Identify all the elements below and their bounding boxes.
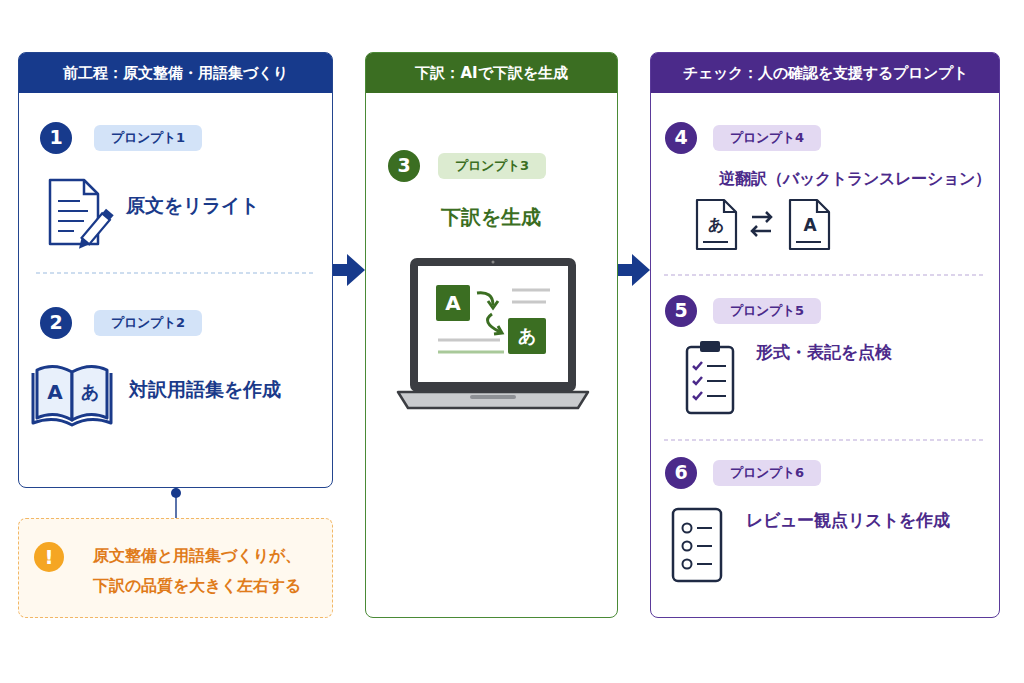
step-number: 1	[40, 122, 72, 154]
flow-arrow	[618, 264, 642, 276]
step-number: 5	[665, 295, 697, 327]
phase-panel: チェック：人の確認を支援するプロンプト逆翻訳（バックトランスレーション） 形式・表…	[650, 52, 1000, 618]
circle-shape	[665, 295, 697, 327]
circle-shape	[34, 542, 64, 572]
number-text: 3	[388, 150, 420, 182]
number-text: 5	[665, 295, 697, 327]
warning-icon: !	[34, 542, 64, 572]
step-title: レビュー観点リストを作成	[746, 510, 950, 531]
prompt-badge: プロンプト6	[713, 460, 821, 486]
number-text: !	[34, 542, 64, 572]
step-number: 6	[665, 457, 697, 489]
circle-shape	[388, 150, 420, 182]
flow-arrow	[333, 264, 357, 276]
step-number: 3	[388, 150, 420, 182]
circle-shape	[665, 122, 697, 154]
phase-header: 前工程：原文整備・用語集づくり	[19, 53, 332, 93]
circle-shape	[40, 307, 72, 339]
note-callout: 原文整備と用語集づくりが、 下訳の品質を大きく左右する!	[18, 518, 333, 618]
prompt-badge: プロンプト5	[713, 298, 821, 324]
prompt-badge: プロンプト2	[94, 310, 202, 336]
number-text: 6	[665, 457, 697, 489]
number-text: 4	[665, 122, 697, 154]
phase-panel: 下訳：AIで下訳を生成下訳を生成 3 プロンプト3	[365, 52, 618, 618]
step-title: 形式・表記を点検	[756, 342, 892, 363]
note-text: 原文整備と用語集づくりが、 下訳の品質を大きく左右する	[93, 541, 338, 601]
phase-header: 下訳：AIで下訳を生成	[366, 53, 617, 93]
phase-header: チェック：人の確認を支援するプロンプト	[651, 53, 999, 93]
step-title: 下訳を生成	[366, 205, 616, 230]
badge-text: プロンプト4	[713, 125, 821, 151]
step-title: 原文をリライト	[126, 194, 259, 218]
number-text: 2	[40, 307, 72, 339]
leader-line	[175, 488, 177, 518]
badge-text: プロンプト3	[438, 153, 546, 179]
step-number: 2	[40, 307, 72, 339]
step-title: 対訳用語集を作成	[129, 378, 281, 402]
badge-text: プロンプト1	[94, 125, 202, 151]
number-text: 1	[40, 122, 72, 154]
circle-shape	[665, 457, 697, 489]
badge-text: プロンプト5	[713, 298, 821, 324]
leader-dot	[171, 488, 181, 498]
prompt-badge: プロンプト4	[713, 125, 821, 151]
step-number: 4	[665, 122, 697, 154]
prompt-badge: プロンプト1	[94, 125, 202, 151]
badge-text: プロンプト2	[94, 310, 202, 336]
circle-shape	[40, 122, 72, 154]
badge-text: プロンプト6	[713, 460, 821, 486]
step-title: 逆翻訳（バックトランスレーション）	[719, 169, 991, 189]
prompt-badge: プロンプト3	[438, 153, 546, 179]
phase-panel: 前工程：原文整備・用語集づくり原文をリライト対訳用語集を作成 1 プロンプト1 2 プロ…	[18, 52, 333, 488]
